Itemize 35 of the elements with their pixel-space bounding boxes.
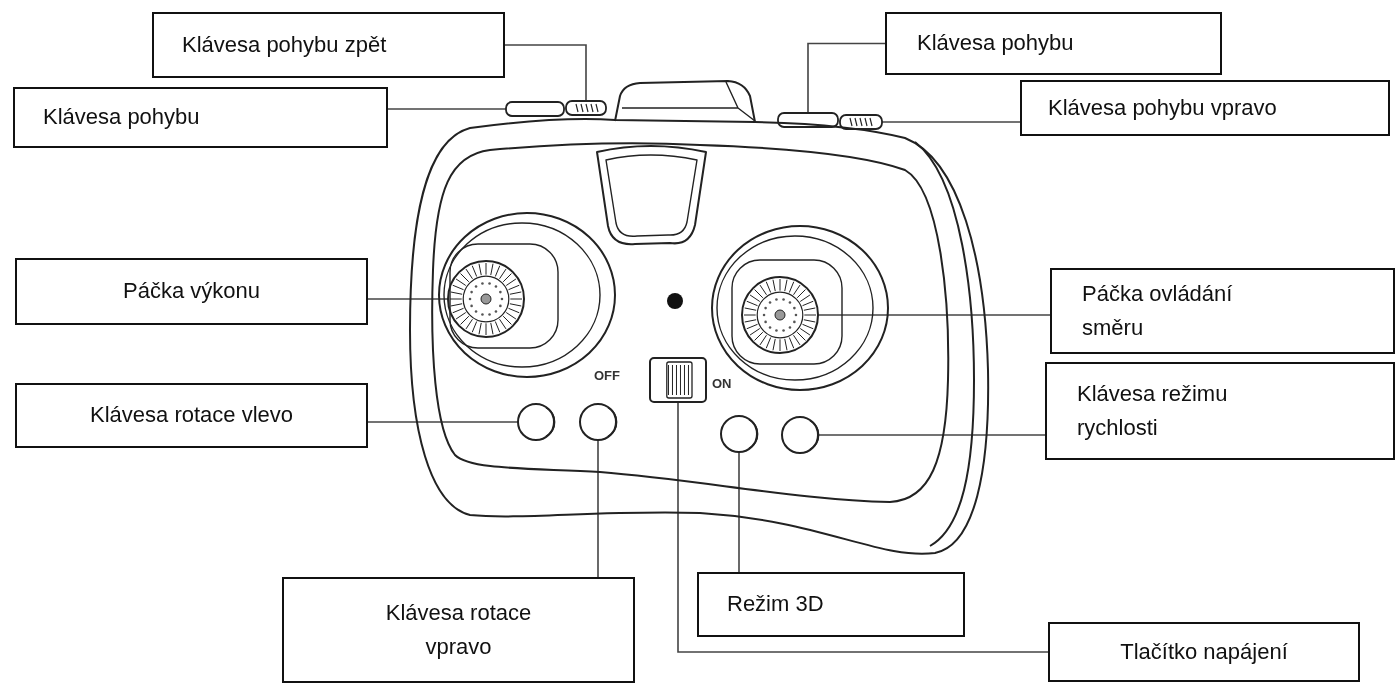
push-button <box>720 415 759 453</box>
callout-label: Tlačítko napájení <box>1048 622 1360 682</box>
leader-line <box>817 314 1051 316</box>
switch-position-label: ON <box>712 377 732 390</box>
callout-label: Klávesa rotace vpravo <box>282 577 635 683</box>
push-button <box>781 416 820 454</box>
leader-line <box>367 298 449 300</box>
callout-label: Klávesa režimu rychlosti <box>1045 362 1395 460</box>
callout-label: Klávesa pohybu vpravo <box>1020 80 1390 136</box>
slide-switch <box>649 357 707 403</box>
callout-label: Páčka výkonu <box>15 258 368 325</box>
leader-line <box>817 434 1046 436</box>
switch-position-label: OFF <box>594 369 620 382</box>
leader-line <box>738 451 740 573</box>
control-stick <box>447 260 525 338</box>
shoulder-key <box>565 100 607 116</box>
leader-line <box>807 42 886 114</box>
push-button <box>579 403 618 441</box>
leader-line <box>881 121 1021 123</box>
leader-line <box>677 401 1049 653</box>
shoulder-key <box>777 112 839 128</box>
leader-line <box>504 44 587 102</box>
shoulder-key <box>505 101 565 117</box>
callout-label: Režim 3D <box>697 572 965 637</box>
push-button <box>517 403 556 441</box>
callout-label: Páčka ovládání směru <box>1050 268 1395 354</box>
control-stick <box>741 276 819 354</box>
leader-line <box>367 421 519 423</box>
leader-line <box>387 108 507 110</box>
callout-label: Klávesa pohybu <box>885 12 1222 75</box>
shoulder-key <box>839 114 883 130</box>
callout-label: Klávesa rotace vlevo <box>15 383 368 448</box>
leader-line <box>597 439 599 578</box>
callout-label: Klávesa pohybu zpět <box>152 12 505 78</box>
callout-label: Klávesa pohybu <box>13 87 388 148</box>
